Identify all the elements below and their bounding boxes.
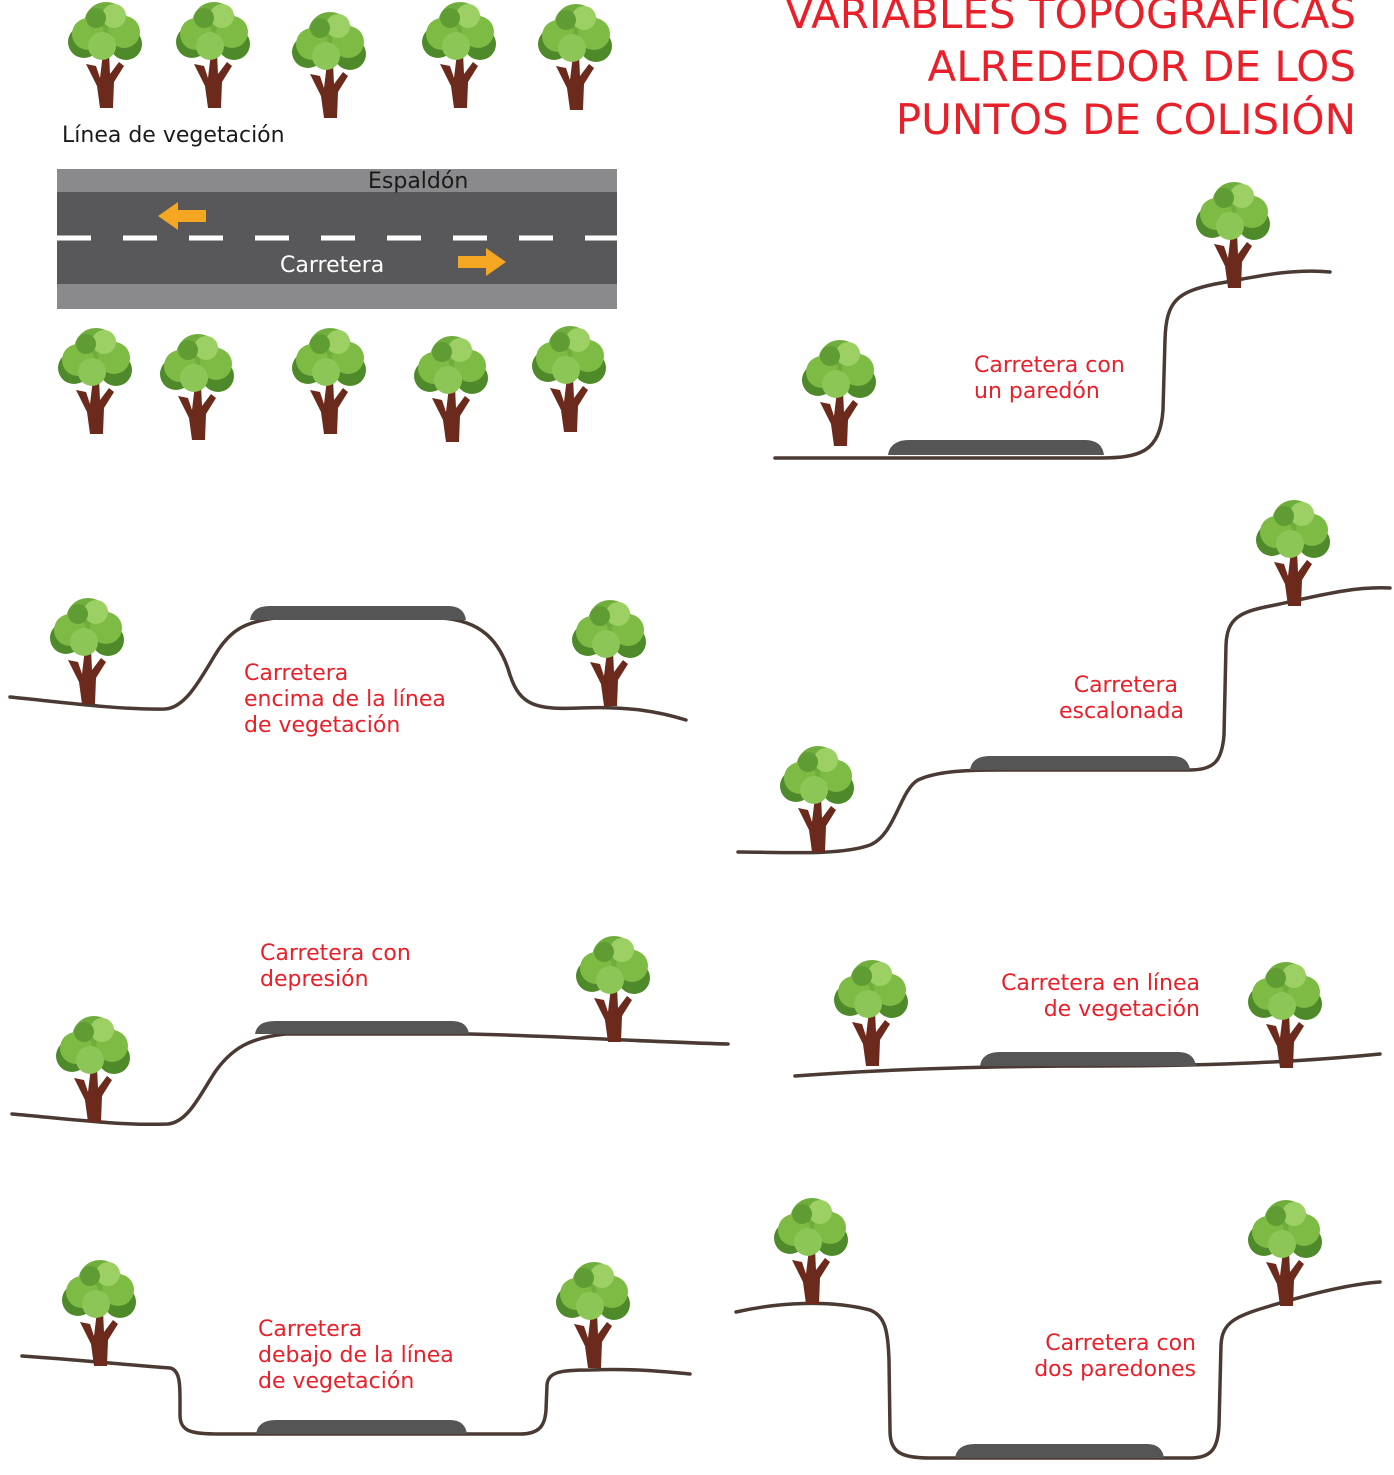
profile-label-line: Carretera en línea xyxy=(1001,971,1200,996)
profile-label-line: debajo de la línea xyxy=(258,1343,454,1368)
road-section xyxy=(888,440,1104,455)
tree-row-bottom xyxy=(58,326,606,442)
road-label: Carretera xyxy=(280,253,384,278)
tree-icon xyxy=(1248,1200,1322,1306)
tree-icon xyxy=(68,2,142,108)
profile-road-above-vegetation: Carretera encima de la línea de vegetaci… xyxy=(8,598,688,738)
tree-icon xyxy=(56,1016,130,1122)
road-section xyxy=(255,1021,469,1034)
profile-label-line: encima de la línea xyxy=(244,687,446,712)
arrow-right-icon xyxy=(458,248,506,276)
tree-icon xyxy=(62,1260,136,1366)
ground-line xyxy=(20,1354,692,1436)
ground-line xyxy=(10,1032,730,1127)
tree-icon xyxy=(292,328,366,434)
tree-icon xyxy=(556,1262,630,1368)
tree-icon xyxy=(414,336,488,442)
profile-road-with-wall: Carretera con un paredón xyxy=(773,182,1332,460)
tree-icon xyxy=(834,960,908,1066)
title-line-3: PUNTOS DE COLISIÓN xyxy=(896,94,1356,144)
tree-icon xyxy=(572,600,646,706)
profile-label-line: de vegetación xyxy=(258,1369,414,1394)
tree-icon xyxy=(58,328,132,434)
title-line-2: ALREDEDOR DE LOS xyxy=(927,42,1356,91)
road-plan-legend: Línea de vegetación Espaldón Carretera xyxy=(57,2,617,442)
title-line-1: VARIABLES TOPOGRÁFICAS xyxy=(785,0,1356,38)
profile-label-line: de vegetación xyxy=(1044,997,1200,1022)
shoulder-label: Espaldón xyxy=(368,169,468,194)
tree-icon xyxy=(780,746,854,852)
profile-label-line: dos paredones xyxy=(1034,1357,1196,1382)
tree-icon xyxy=(176,2,250,108)
profile-label-line: escalonada xyxy=(1059,699,1184,724)
tree-icon xyxy=(50,598,124,704)
profile-label-line: depresión xyxy=(260,967,369,992)
profile-label-line: Carretera con xyxy=(974,353,1125,378)
tree-icon xyxy=(576,936,650,1042)
tree-icon xyxy=(802,340,876,446)
tree-icon xyxy=(160,334,234,440)
profile-road-with-two-walls: Carretera con dos paredones xyxy=(734,1198,1382,1460)
tree-icon xyxy=(422,2,496,108)
vegetation-line-label: Línea de vegetación xyxy=(62,123,285,148)
diagram-title: VARIABLES TOPOGRÁFICAS ALREDEDOR DE LOS … xyxy=(785,0,1356,144)
profile-road-below-vegetation: Carretera debajo de la línea de vegetaci… xyxy=(20,1260,692,1436)
profile-road-stepped: Carretera escalonada xyxy=(736,500,1392,855)
arrow-left-icon xyxy=(158,202,206,230)
road-section xyxy=(250,606,466,620)
tree-icon xyxy=(1248,962,1322,1068)
profile-label-line: Carretera xyxy=(258,1317,362,1342)
tree-icon xyxy=(774,1198,848,1304)
road-section xyxy=(955,1444,1164,1458)
road-section xyxy=(980,1052,1196,1066)
profile-label-line: Carretera xyxy=(244,661,348,686)
ground-line xyxy=(773,269,1332,460)
tree-icon xyxy=(292,12,366,118)
road-section xyxy=(256,1420,467,1434)
tree-icon xyxy=(538,4,612,110)
tree-row-top xyxy=(68,2,612,118)
profile-label-line: Carretera con xyxy=(260,941,411,966)
profile-road-level-with-vegetation: Carretera en línea de vegetación xyxy=(793,960,1382,1078)
tree-icon xyxy=(1196,182,1270,288)
profile-road-with-depression: Carretera con depresión xyxy=(10,936,730,1127)
tree-icon xyxy=(1256,500,1330,606)
profile-label-line: Carretera xyxy=(1074,673,1178,698)
profile-label-line: un paredón xyxy=(974,379,1100,404)
tree-icon xyxy=(532,326,606,432)
road-section xyxy=(970,756,1190,770)
profile-label-line: de vegetación xyxy=(244,713,400,738)
profile-label-line: Carretera con xyxy=(1045,1331,1196,1356)
